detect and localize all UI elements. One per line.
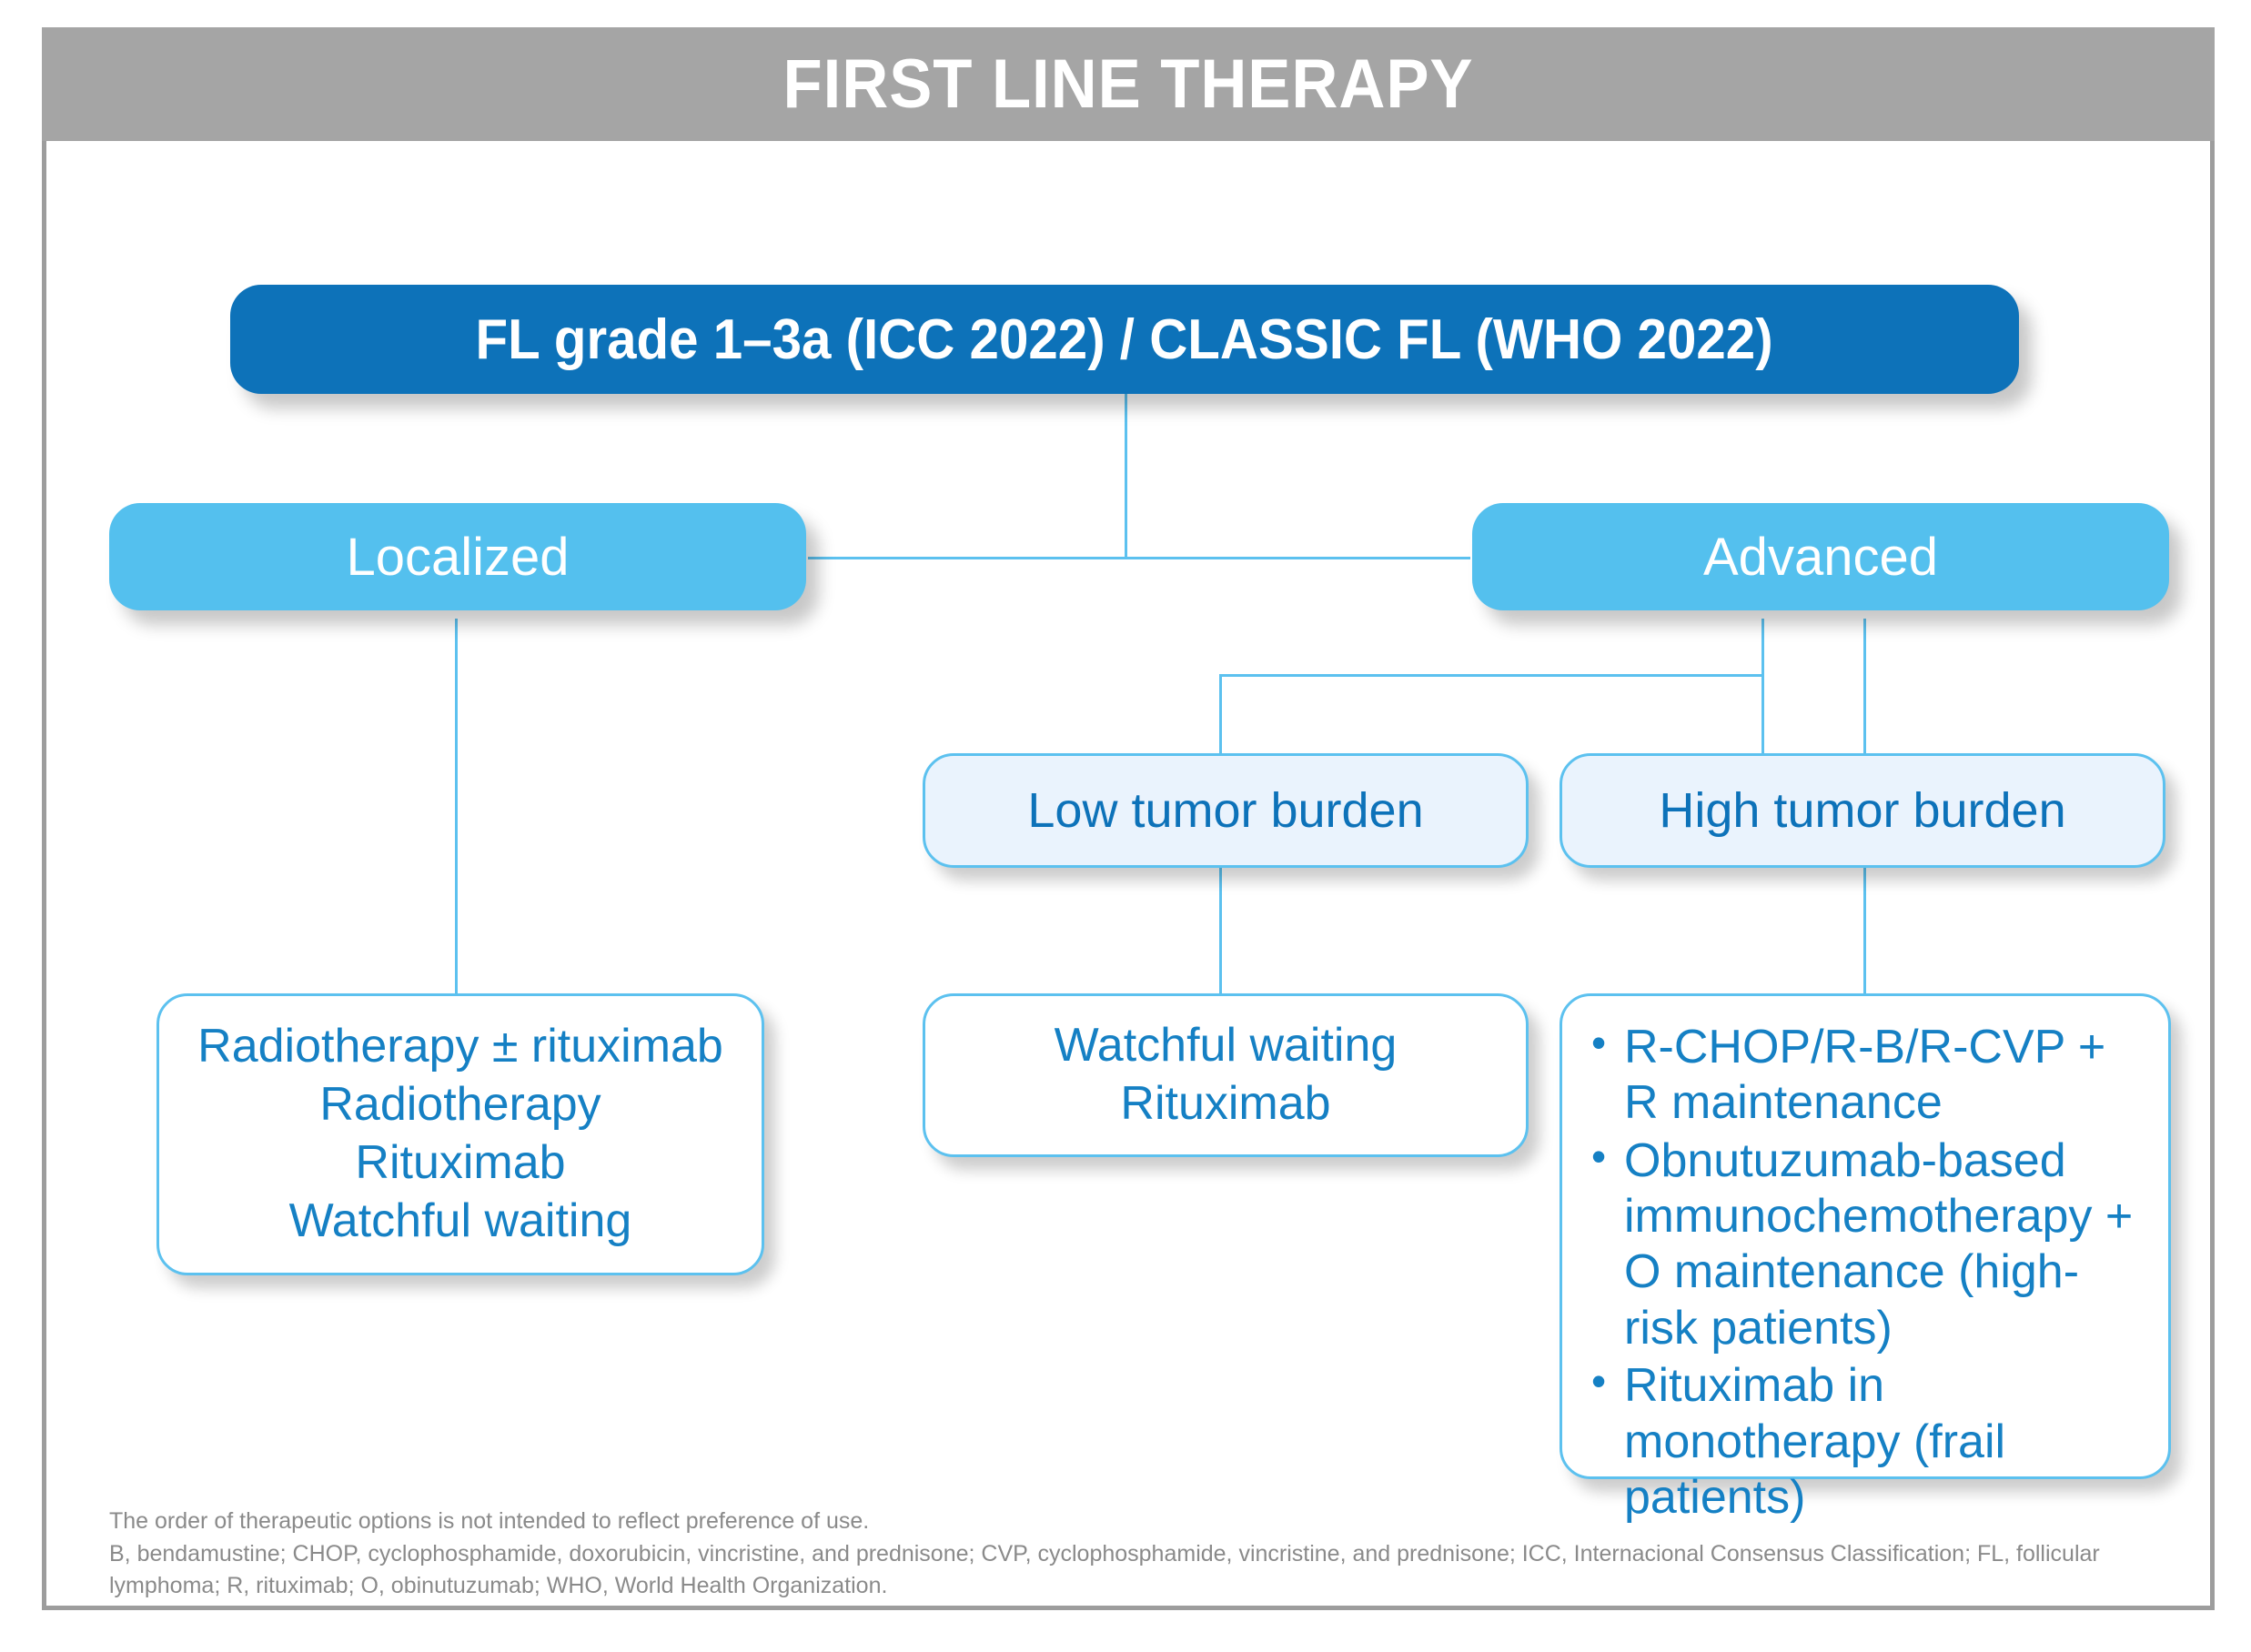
node-localized-options[interactable]: Radiotherapy ± rituximab Radiotherapy Ri… [156, 993, 764, 1275]
node-low-tumor-burden-label: Low tumor burden [1027, 783, 1424, 838]
node-low-tumor-burden[interactable]: Low tumor burden [923, 753, 1529, 868]
localized-option: Radiotherapy [319, 1078, 601, 1132]
connector-advanced-down-left [1761, 619, 1764, 866]
high-burden-option: R-CHOP/R-B/R-CVP + R maintenance [1586, 1018, 2148, 1132]
localized-option: Radiotherapy ± rituximab [197, 1020, 723, 1073]
node-root-label: FL grade 1–3a (ICC 2022) / CLASSIC FL (W… [475, 307, 1774, 371]
low-burden-option: Watchful waiting [1054, 1019, 1398, 1073]
node-branch-localized[interactable]: Localized [109, 503, 806, 610]
node-high-tumor-burden[interactable]: High tumor burden [1560, 753, 2165, 868]
high-burden-option: Rituximab in monotherapy (frail patients… [1586, 1356, 2148, 1526]
localized-option: Watchful waiting [288, 1194, 632, 1247]
connector-branch-horizontal [808, 557, 1470, 559]
high-burden-options-list: R-CHOP/R-B/R-CVP + R maintenance Obnutuz… [1586, 1018, 2148, 1527]
connector-elbow-to-low-burden [1219, 674, 1222, 756]
connector-root-down [1125, 394, 1127, 558]
connector-advanced-to-high-burden [1863, 619, 1866, 757]
header-bar: FIRST LINE THERAPY [42, 27, 2215, 141]
connector-advanced-elbow [1219, 674, 1764, 677]
node-low-burden-options[interactable]: Watchful waiting Rituximab [923, 993, 1529, 1157]
footnote: The order of therapeutic options is not … [109, 1506, 2175, 1603]
low-burden-options-list: Watchful waiting Rituximab [1055, 1017, 1398, 1133]
localized-options-list: Radiotherapy ± rituximab Radiotherapy Ri… [197, 1018, 723, 1251]
localized-option: Rituximab [355, 1136, 566, 1189]
connector-low-burden-to-leaf [1219, 866, 1222, 993]
node-high-burden-options[interactable]: R-CHOP/R-B/R-CVP + R maintenance Obnutuz… [1560, 993, 2171, 1524]
node-root-fl-grade[interactable]: FL grade 1–3a (ICC 2022) / CLASSIC FL (W… [230, 285, 2019, 394]
node-branch-advanced[interactable]: Advanced [1472, 503, 2169, 610]
page-title: FIRST LINE THERAPY [782, 45, 1474, 123]
node-branch-localized-label: Localized [346, 527, 570, 587]
footnote-line-1: The order of therapeutic options is not … [109, 1508, 870, 1534]
node-branch-advanced-label: Advanced [1703, 527, 1938, 587]
footnote-line-2: B, bendamustine; CHOP, cyclophosphamide,… [109, 1540, 2100, 1566]
low-burden-option: Rituximab [1120, 1077, 1331, 1130]
node-high-tumor-burden-label: High tumor burden [1659, 783, 2066, 838]
footnote-line-3: lymphoma; R, rituximab; O, obinutuzumab;… [109, 1573, 888, 1598]
connector-high-burden-to-leaf [1863, 866, 1866, 993]
high-burden-option: Obnutuzumab-based immunochemotherapy + O… [1586, 1132, 2148, 1356]
connector-localized-to-leaf [455, 619, 458, 1001]
